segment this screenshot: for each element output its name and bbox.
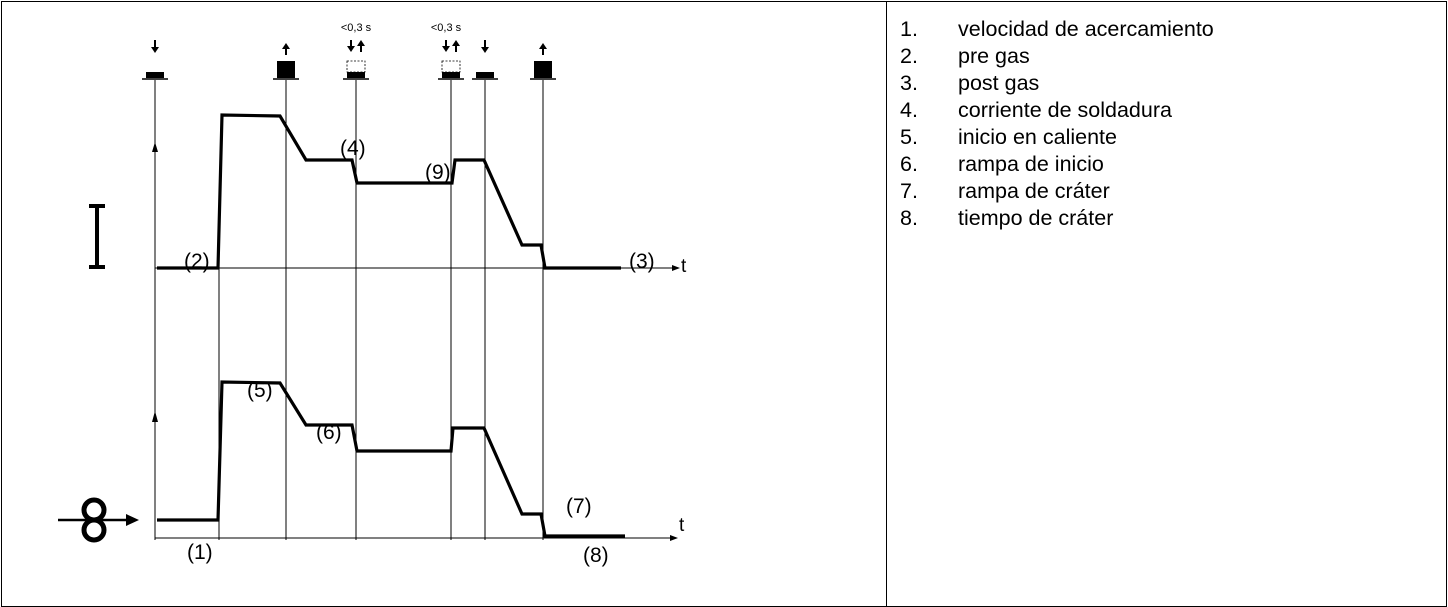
label-2: (2) (184, 250, 210, 273)
welding-sequence-diagram: <0,3 s <0,3 s (58, 22, 687, 567)
legend-number: 4. (900, 98, 918, 122)
legend-item: 1. velocidad de acercamiento (900, 16, 1214, 43)
legend-text: rampa de inicio (958, 152, 1104, 176)
current-y-arrow-icon (152, 142, 158, 152)
time-axis-label: t (679, 515, 685, 536)
time-markers (218, 80, 544, 540)
legend-number: 8. (900, 206, 918, 230)
curve-labels: (2) (4) (9) (3) (5) (6) (1) (7) (8) (184, 137, 655, 567)
legend-text: pre gas (958, 44, 1030, 68)
wire-axes (154, 420, 670, 539)
trigger-press-icon (472, 40, 498, 80)
legend-number: 5. (900, 125, 918, 149)
legend-number: 6. (900, 152, 918, 176)
legend-list: 1. velocidad de acercamiento 2. pre gas 3.… (900, 16, 1214, 232)
legend-text: rampa de cráter (958, 179, 1110, 203)
trigger-tap-icon: <0,3 s (431, 22, 464, 80)
legend-number: 3. (900, 71, 918, 95)
current-axes (154, 150, 672, 269)
legend-item: 3. post gas (900, 70, 1214, 97)
label-9: (9) (425, 161, 451, 184)
legend-item: 6. rampa de inicio (900, 151, 1214, 178)
timing-note: <0,3 s (431, 22, 462, 34)
wire-feed-rollers-icon (58, 497, 139, 543)
trigger-press-icon (142, 40, 168, 80)
legend-text: velocidad de acercamiento (958, 17, 1214, 41)
legend-text: corriente de soldadura (958, 98, 1172, 122)
trigger-sequence: <0,3 s <0,3 s (142, 22, 556, 80)
wire-y-arrow-icon (152, 411, 158, 422)
wire-feed-curve (157, 380, 625, 538)
current-x-arrow-icon (672, 265, 680, 271)
legend-number: 2. (900, 44, 918, 68)
legend-item: 5. inicio en caliente (900, 124, 1214, 151)
legend-item: 7. rampa de cráter (900, 178, 1214, 205)
current-curve (157, 113, 621, 270)
label-4: (4) (340, 137, 366, 160)
legend-number: 1. (900, 17, 918, 41)
timing-note: <0,3 s (341, 22, 372, 34)
wire-x-arrow-icon (670, 535, 678, 541)
trigger-tap-icon: <0,3 s (341, 22, 372, 80)
legend-item: 8. tiempo de cráter (900, 205, 1214, 232)
trigger-release-icon (273, 43, 299, 80)
trigger-release-icon (530, 43, 556, 80)
legend-number: 7. (900, 179, 918, 203)
legend-item: 4. corriente de soldadura (900, 97, 1214, 124)
label-5: (5) (247, 379, 273, 402)
legend-text: inicio en caliente (958, 125, 1117, 149)
label-3: (3) (629, 250, 655, 273)
label-8: (8) (583, 544, 609, 567)
label-6: (6) (316, 421, 342, 444)
label-7: (7) (566, 495, 592, 518)
time-axis-label: t (681, 256, 687, 277)
legend-item: 2. pre gas (900, 43, 1214, 70)
label-1: (1) (187, 541, 213, 564)
legend-text: tiempo de cráter (958, 206, 1114, 230)
current-symbol-icon (89, 204, 105, 269)
legend-text: post gas (958, 71, 1040, 95)
